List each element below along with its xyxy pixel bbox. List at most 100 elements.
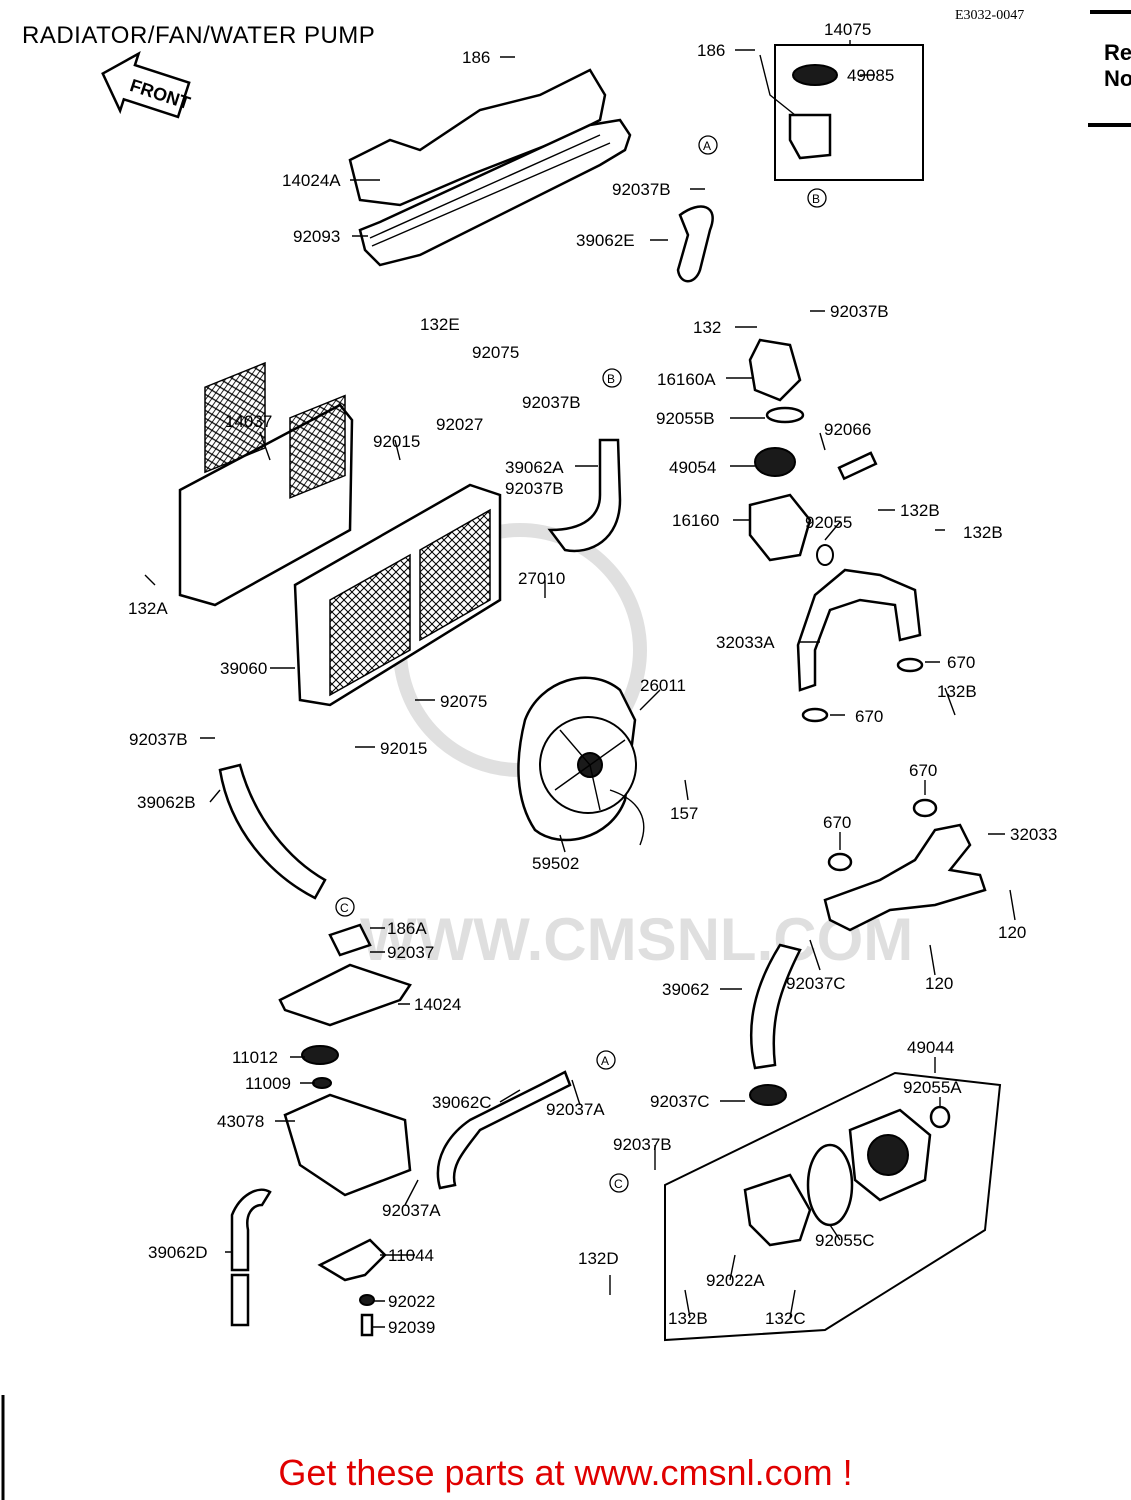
leader-lines (144, 40, 1016, 1328)
water-pipe-32033 (823, 823, 987, 932)
part-label: 120 (998, 923, 1026, 942)
part-label: 92093 (293, 227, 340, 246)
corner-marks (1088, 10, 1131, 127)
page-title: RADIATOR/FAN/WATER PUMP (22, 22, 376, 49)
part-label: 49044 (907, 1038, 954, 1057)
callout-a-top: A (703, 139, 711, 153)
part-label: 92037 (387, 943, 434, 962)
hose-39062d (230, 1188, 272, 1272)
part-label: 49054 (669, 458, 716, 477)
part-label: 26011 (640, 676, 686, 695)
part-label: 11012 (232, 1048, 278, 1067)
part-label: 92037C (650, 1092, 710, 1111)
part-label: 32033 (1010, 825, 1057, 844)
callout-b-mid: B (607, 372, 615, 386)
part-label: 39062E (576, 231, 635, 250)
part-label: 14075 (824, 20, 871, 39)
part-label: 16160A (657, 370, 716, 389)
part-label: 39060 (220, 659, 267, 678)
part-label: 92037A (382, 1201, 441, 1220)
part-label: 43078 (217, 1112, 264, 1131)
part-label: 670 (823, 813, 851, 832)
part-label: 39062A (505, 458, 564, 477)
hose-39062d-lower (230, 1273, 250, 1327)
filler-neck-assembly (759, 44, 924, 181)
part-label: 11044 (388, 1246, 434, 1265)
part-label: 92015 (373, 432, 420, 451)
part-label: 186A (387, 919, 427, 938)
water-pump-group (664, 1071, 1002, 1342)
reservoir-tank-group (278, 923, 412, 1337)
hose-39062c (436, 1070, 572, 1190)
part-label: 92055 (805, 513, 852, 532)
o-ring-670-a (896, 657, 924, 673)
callout-a-bottom: A (601, 1054, 609, 1068)
part-label: 92055C (815, 1231, 875, 1250)
o-ring-670-b (801, 707, 829, 723)
part-label: 92022 (388, 1292, 435, 1311)
footer-link[interactable]: Get these parts at www.cmsnl.com ! (278, 1452, 853, 1493)
corner-text: Re No (1104, 40, 1131, 92)
part-label: 92037B (505, 479, 564, 498)
part-label: 92037C (786, 974, 846, 993)
part-label: 92066 (824, 420, 871, 439)
part-label: 11009 (245, 1074, 291, 1093)
part-label: 132D (578, 1249, 619, 1268)
part-label: 186 (697, 41, 725, 60)
part-label: 92037B (830, 302, 889, 321)
part-label: 32033A (716, 633, 775, 652)
front-arrow: FRONT (101, 51, 193, 119)
callout-b-top: B (812, 192, 820, 206)
part-label: 92015 (380, 739, 427, 758)
part-label: 120 (925, 974, 953, 993)
part-label: 49085 (847, 66, 894, 85)
o-ring-670-c (912, 798, 938, 818)
part-label: 132 (693, 318, 721, 337)
part-label: 27010 (518, 569, 565, 588)
part-label: 39062B (137, 793, 196, 812)
callout-markers: A B B C A C (335, 135, 827, 1193)
part-label: 14024 (414, 995, 461, 1014)
part-label: 59502 (532, 854, 579, 873)
callout-c-left: C (340, 901, 349, 915)
part-label: 92055A (903, 1078, 962, 1097)
thermostat-housing-group (748, 338, 878, 566)
radiator-top-cover (348, 68, 632, 267)
part-label: 92037A (546, 1100, 605, 1119)
part-label: 132B (937, 682, 977, 701)
part-label: 157 (670, 804, 698, 823)
hose-39062 (749, 943, 802, 1070)
part-label: 16160 (672, 511, 719, 530)
part-label: 132B (963, 523, 1003, 542)
corner-text-line-1: Re (1104, 40, 1131, 65)
part-label: 186 (462, 48, 490, 67)
part-label: 92055B (656, 409, 715, 428)
part-label: 132C (765, 1309, 806, 1328)
part-label: 92027 (436, 415, 483, 434)
part-label: 92075 (472, 343, 519, 362)
part-label: 92037B (613, 1135, 672, 1154)
part-label: 670 (947, 653, 975, 672)
cooling-fan (517, 676, 645, 846)
part-label: 92075 (440, 692, 487, 711)
part-label: 670 (909, 761, 937, 780)
part-label: 14024A (282, 171, 341, 190)
part-label: 670 (855, 707, 883, 726)
part-label: 132A (128, 599, 168, 618)
part-label: 39062 (662, 980, 709, 999)
callout-c-right: C (614, 1177, 623, 1191)
corner-text-line-2: No (1104, 66, 1131, 91)
part-label: 14037 (225, 412, 272, 431)
part-label: 92022A (706, 1271, 765, 1290)
radiator-core (293, 483, 502, 707)
diagram-code: E3032-0047 (955, 8, 1025, 23)
part-label: 92037B (612, 180, 671, 199)
hose-39062a (547, 438, 622, 553)
hose-39062b (218, 763, 327, 900)
part-label: 132B (900, 501, 940, 520)
o-ring-670-d (827, 852, 853, 872)
watermark-text: WWW.CMSNL.COM (360, 906, 913, 973)
hose-39062e (676, 205, 714, 283)
water-pipe-32033a (796, 568, 922, 692)
